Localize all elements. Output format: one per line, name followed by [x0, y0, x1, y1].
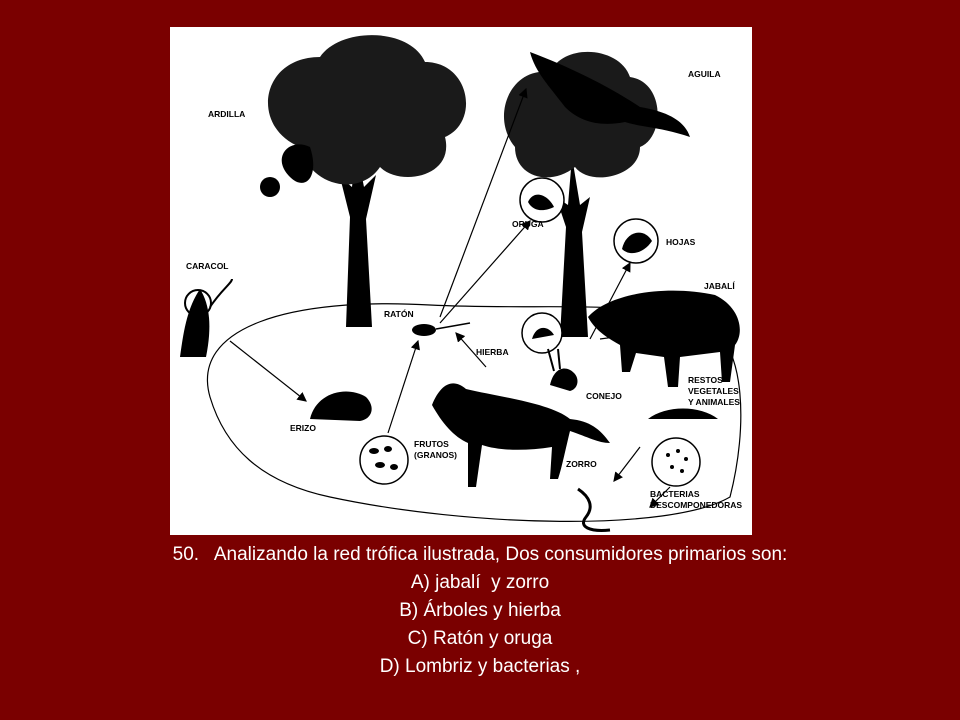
food-web-arrows — [229, 87, 692, 508]
label-frutos-1: FRUTOS — [414, 439, 449, 449]
label-restos-2: VEGETALES — [688, 386, 739, 396]
label-conejo: CONEJO — [586, 391, 622, 401]
eagle-drawing — [530, 52, 690, 137]
label-erizo: ERIZO — [290, 423, 316, 433]
label-raton: RATÓN — [384, 308, 414, 319]
label-bacterias-1: BACTERIAS — [650, 489, 700, 499]
label-restos-1: RESTOS — [688, 375, 723, 385]
label-frutos-2: (GRANOS) — [414, 450, 457, 460]
option-c: C) Ratón y oruga — [407, 628, 553, 649]
label-oruga: ORUGA — [512, 219, 544, 229]
squirrel-drawing — [260, 177, 280, 197]
bacteria-circle — [651, 437, 701, 487]
label-bacterias-2: DESCOMPONEDORAS — [650, 500, 742, 510]
label-hierba: HIERBA — [476, 347, 509, 357]
label-hojas: HOJAS — [666, 237, 696, 247]
label-jabali: JABALÍ — [704, 281, 735, 291]
snail-plant — [180, 278, 233, 357]
question-block: 50. Analizando la red trófica ilustrada,… — [0, 541, 960, 681]
option-a: A) jabalí y zorro — [410, 572, 550, 593]
fox-drawing — [432, 383, 610, 487]
boar-drawing — [588, 290, 740, 387]
mouse-drawing — [412, 324, 436, 336]
left-tree — [267, 35, 467, 327]
fruits-circle — [359, 435, 409, 485]
food-web-diagram: ARDILLA AGUILA ORUGA HOJAS CARACOL JABAL… — [180, 35, 742, 532]
food-web-illustration: ARDILLA AGUILA ORUGA HOJAS CARACOL JABAL… — [170, 27, 752, 535]
rabbit-drawing — [550, 368, 578, 391]
option-b: B) Árboles y hierba — [399, 600, 561, 621]
label-ardilla: ARDILLA — [208, 109, 245, 119]
label-zorro: ZORRO — [566, 459, 597, 469]
hedgehog-drawing — [310, 391, 372, 421]
label-caracol: CARACOL — [186, 261, 229, 271]
label-aguila: AGUILA — [688, 69, 721, 79]
option-d: D) Lombriz y bacterias , — [379, 656, 581, 677]
remains-drawing — [648, 408, 718, 419]
earthworm-drawing — [577, 487, 611, 532]
question-stem: 50. Analizando la red trófica ilustrada,… — [172, 544, 788, 565]
label-restos-3: Y ANIMALES — [688, 397, 740, 407]
